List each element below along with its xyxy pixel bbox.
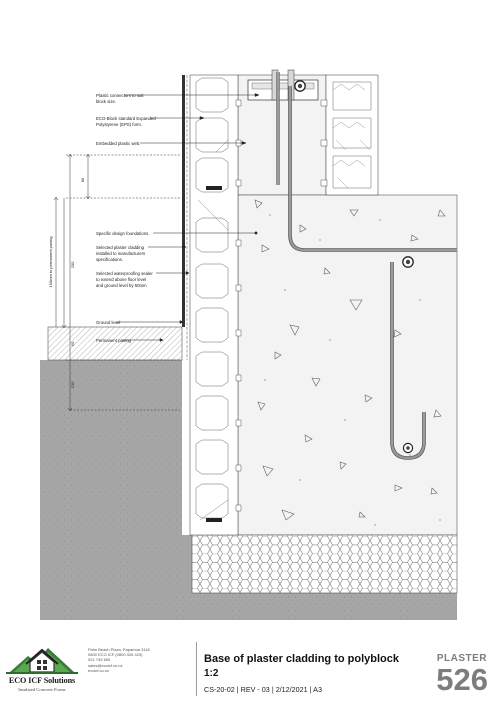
label-eps-form: ECO-Block standard Expanded: [96, 116, 156, 121]
drawing-meta: CS-20-02 | REV - 03 | 2/12/2021 | A3: [204, 685, 322, 694]
contact-email: sales@ecoicf.co.nz: [88, 662, 123, 668]
concrete-slab: [237, 194, 458, 536]
drawing-date: 2/12/2021: [275, 685, 308, 694]
ground-below-slab: [182, 535, 457, 620]
label-ground-level: Ground level: [96, 320, 120, 325]
drawing-title: Base of plaster cladding to polyblock: [204, 653, 399, 665]
sheet-number: 526: [436, 662, 488, 697]
label-waterproofing: Selected waterproofing sealer: [96, 271, 153, 276]
eps-form-dovetails: [320, 99, 328, 187]
house-logo-icon: [6, 648, 78, 674]
label-plaster-cladding-2: installed to manufacturers: [96, 251, 145, 256]
label-plastic-connectors-2: block size.: [96, 99, 116, 104]
section-drawing: 80 150mm to permanent paving 200 50 150 …: [40, 69, 458, 620]
dim-150: 150: [70, 381, 75, 388]
contact-phone: 0800 ECO ICF (0800 326 423): [88, 652, 143, 658]
label-plaster-cladding: Selected plaster cladding: [96, 245, 145, 250]
rebar-sections: [294, 80, 414, 454]
dim-50: 50: [70, 341, 75, 346]
plastic-connector: [247, 69, 319, 101]
company-name: ECO ICF Solutions: [8, 676, 76, 685]
contact-website: ecoicf.co.nz: [88, 667, 110, 673]
contact-address: Palm Beach Plaza, Papamoa 3118: [88, 647, 150, 652]
permanent-paving: [47, 326, 183, 361]
drawing-revision: REV - 03: [240, 685, 270, 694]
category-label: PLASTER: [436, 653, 487, 664]
label-permanent-paving: Permanent paving: [96, 338, 131, 343]
concrete-specks: [264, 214, 441, 526]
company-tagline: Insulated Concrete Forms: [18, 687, 66, 692]
label-plastic-connectors: Plastic connectors to suit: [96, 93, 144, 98]
meta-separator: |: [309, 685, 312, 694]
label-plaster-cladding-3: specifications.: [96, 257, 123, 262]
dim-150-permanent-paving: 150mm to permanent paving: [48, 237, 53, 288]
label-foundations: Specific design foundations.: [96, 231, 150, 236]
rebar-hooked-foundation: [390, 262, 426, 460]
eps-form-inner-upper: [325, 74, 379, 196]
meta-separator: |: [236, 685, 239, 694]
annotations: Plastic connectors to suit block size. E…: [96, 93, 156, 343]
meta-separator: |: [271, 685, 274, 694]
contact-mobile: 021 749 690: [88, 657, 111, 663]
dimension-lines: [53, 153, 180, 412]
label-eps-form-2: Polystyrene (EPS) form.: [96, 122, 142, 127]
ground-earth: [40, 360, 182, 620]
company-contact: Palm Beach Plaza, Papamoa 3118 0800 ECO …: [88, 647, 188, 673]
label-waterproofing-3: and ground level by 50mm: [96, 283, 147, 288]
drawing-code: CS-20-02: [204, 685, 235, 694]
rebar-vertical-starter: [276, 72, 457, 252]
plaster-cladding: [182, 75, 188, 360]
eps-insulation-under-slab: [191, 534, 458, 594]
company-logo: ECO ICF Solutions Insulated Concrete For…: [6, 638, 78, 696]
label-waterproofing-2: to extend above floor level: [96, 277, 146, 282]
dim-80: 80: [80, 177, 85, 182]
dim-200: 200: [70, 261, 75, 268]
drawing-paper-size: A3: [313, 685, 322, 694]
drawing-scale: 1:2: [204, 668, 219, 679]
title-block: ECO ICF Solutions Insulated Concrete For…: [0, 628, 497, 702]
eps-form-outer: [189, 74, 242, 536]
concrete-aggregate: [254, 199, 446, 521]
label-plastic-web: Embedded plastic web.: [96, 141, 140, 146]
title-block-divider: [196, 642, 197, 696]
leader-lines: [116, 93, 260, 342]
